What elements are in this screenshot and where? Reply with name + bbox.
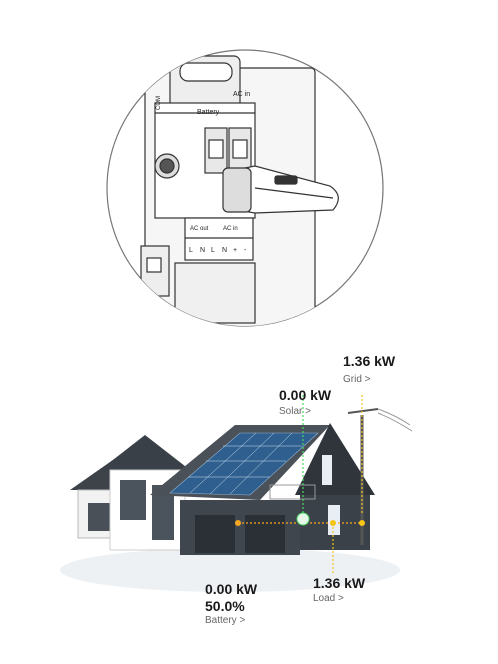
house-illustration (60, 395, 420, 635)
load-power-value: 1.36 kW (313, 575, 366, 591)
battery-link[interactable]: Battery > (205, 615, 246, 626)
ac-in-label: AC in (233, 91, 250, 98)
battery-power-value: 0.00 kW (205, 581, 258, 597)
grid-power-value: 1.36 kW (343, 353, 396, 369)
com-port-label: COM (156, 96, 162, 110)
battery-port-label: Battery (197, 109, 220, 116)
terminal-label: L (189, 247, 193, 254)
terminal-label: L (211, 247, 215, 254)
inverter-hub-icon (296, 512, 310, 526)
grid-node-icon (359, 520, 365, 526)
grid-link[interactable]: Grid > (343, 374, 371, 385)
terminal-label: N (222, 247, 227, 254)
terminal-label: N (200, 247, 205, 254)
inverter-port-illustration: COM Battery AC in AC out AC in L N L N +… (106, 49, 384, 327)
solar-link[interactable]: Solar > (279, 406, 311, 417)
battery-node-icon (235, 520, 241, 526)
terminal-label: + (233, 247, 237, 254)
ac-in-terminal-label: AC in (223, 226, 238, 232)
solar-power-value: 0.00 kW (279, 387, 332, 403)
connection-diagram: COM Battery AC in AC out AC in L N L N +… (105, 48, 385, 328)
terminal-label: - (244, 247, 247, 254)
battery-percent: 50.0% (205, 598, 245, 614)
load-node-icon (330, 520, 336, 526)
ac-out-label: AC out (190, 226, 209, 232)
load-link[interactable]: Load > (313, 593, 344, 604)
